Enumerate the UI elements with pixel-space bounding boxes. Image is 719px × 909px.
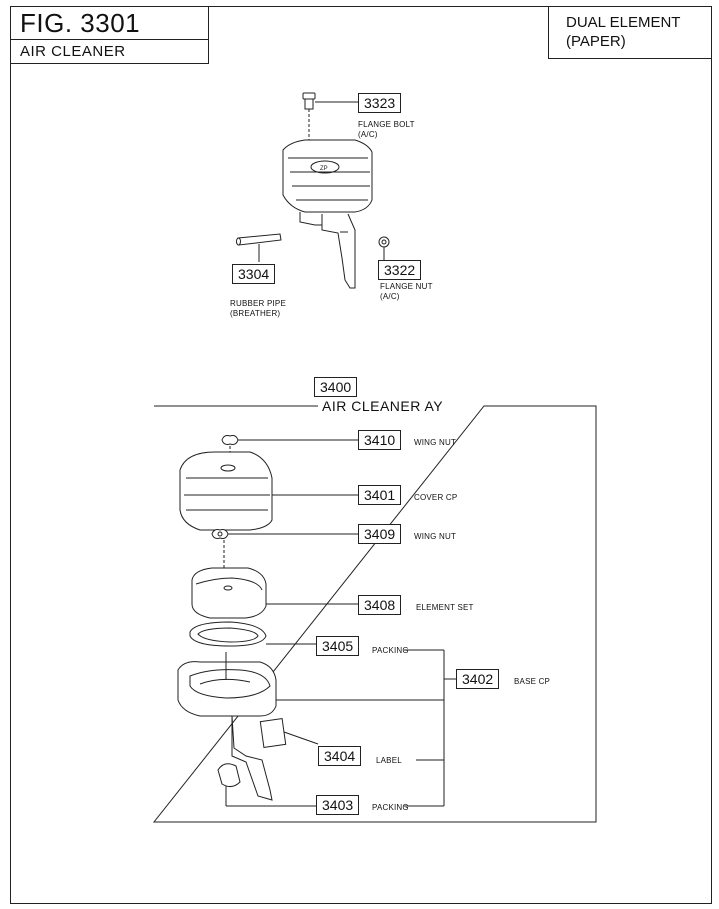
flange-bolt-drawing [302,92,358,145]
part-desc-3323-line1: FLANGE BOLT [358,120,415,129]
part-desc-3322-line1: FLANGE NUT [380,282,433,291]
part-desc-3304-line1: RUBBER PIPE [230,299,286,308]
base-cp-bracket [404,649,456,807]
rubber-pipe-drawing [236,233,282,262]
part-desc-3408: ELEMENT SET [416,603,474,612]
variant-line-2: (PAPER) [566,33,626,50]
part-number-3402: 3402 [456,669,500,689]
part-number-3304: 3304 [232,264,276,284]
element-set-drawing [191,567,358,619]
part-desc-3410: WING NUT [414,438,457,447]
part-desc-3322-line2: (A/C) [380,292,400,301]
part-number-3409: 3409 [358,524,402,544]
part-number-3401: 3401 [358,485,402,505]
page-frame [10,6,712,904]
part-number-3410: 3410 [358,430,402,450]
upper-cleaner-housing-drawing: ZP [282,139,373,289]
base-drawing [177,652,444,801]
part-desc-3402: BASE CP [514,677,551,686]
figure-subtitle: AIR CLEANER [20,43,126,60]
part-number-3322: 3322 [378,260,422,280]
label-drawing [259,718,319,748]
variant-line-1: DUAL ELEMENT [566,14,681,31]
part-number-3405: 3405 [316,636,360,656]
cover-drawing [179,451,358,531]
part-number-3404: 3404 [318,746,362,766]
packing-ring-drawing [189,621,316,647]
part-desc-3401: COVER CP [414,493,458,502]
lower-packing-drawing [217,763,316,807]
part-desc-3403: PACKING [372,803,409,812]
part-number-3403: 3403 [316,795,360,815]
part-desc-3405: PACKING [372,646,409,655]
part-number-3408: 3408 [358,595,402,615]
flange-nut-drawing [378,236,390,262]
subtitle-box [10,39,209,64]
assembly-title: AIR CLEANER AY [318,398,448,414]
svg-text:ZP: ZP [320,166,328,172]
part-number-3323: 3323 [358,93,402,113]
part-desc-3304-line2: (BREATHER) [230,309,281,318]
part-number-3400: 3400 [314,377,358,397]
part-desc-3404: LABEL [376,756,402,765]
figure-title: FIG. 3301 [20,8,141,38]
part-desc-3323-line2: (A/C) [358,130,378,139]
part-desc-3409: WING NUT [414,532,457,541]
variant-box [548,6,712,59]
